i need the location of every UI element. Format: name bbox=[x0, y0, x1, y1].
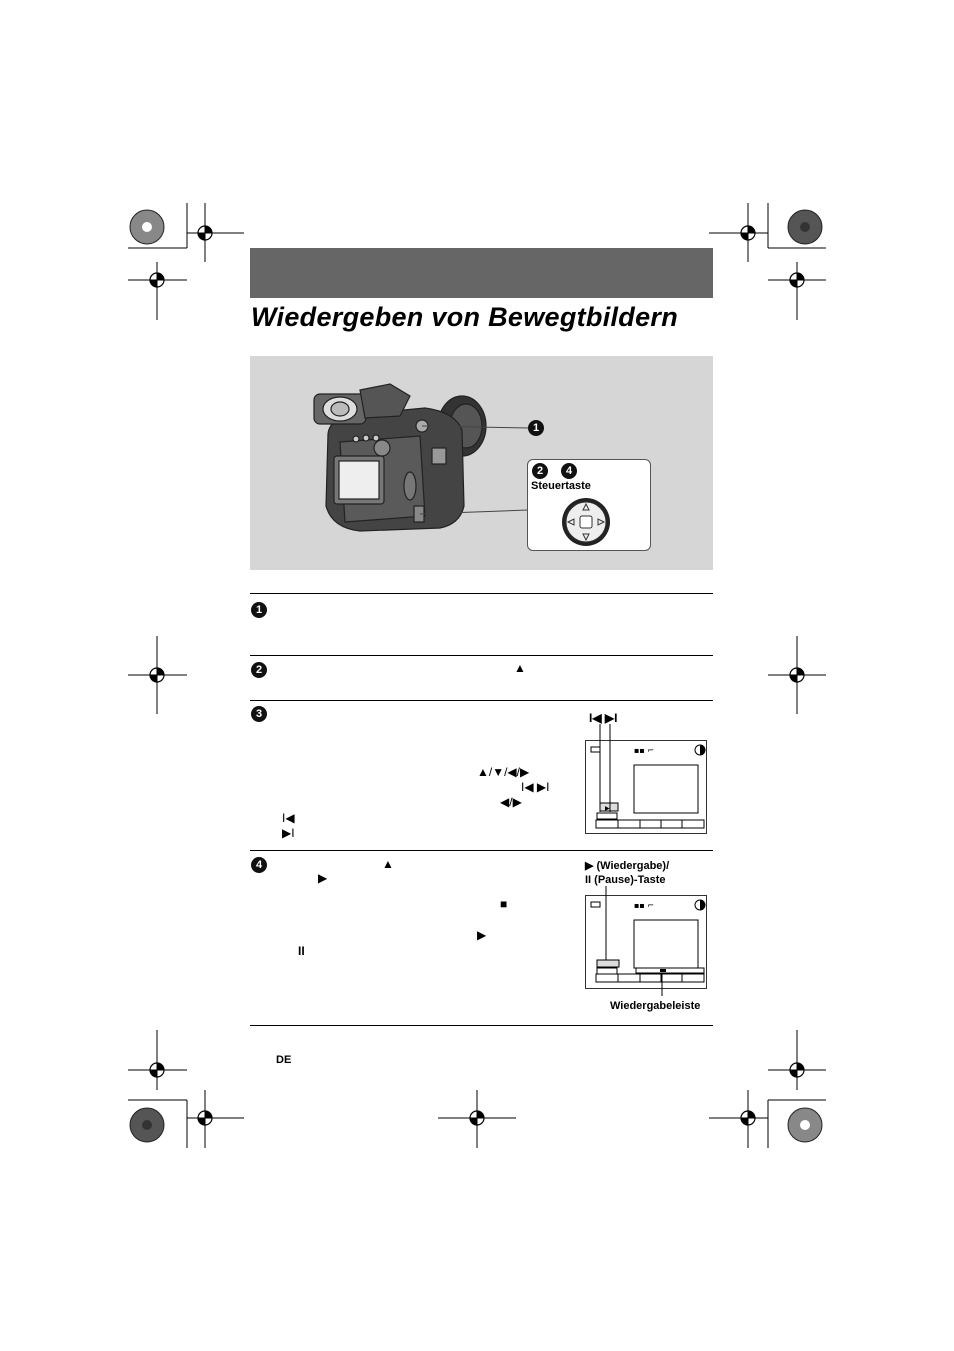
rule-step-4 bbox=[250, 850, 713, 851]
screen-4-display: ▪▪ ⌐ bbox=[585, 895, 707, 989]
rule-bottom bbox=[250, 1025, 713, 1026]
screen-3-leader-lines bbox=[599, 724, 611, 812]
rule-top bbox=[250, 593, 713, 594]
page-title: Wiedergeben von Bewegtbildern bbox=[251, 302, 679, 332]
callout-step-4: 4 bbox=[561, 463, 577, 479]
step-number-3: 3 bbox=[251, 706, 267, 722]
page-language-code: DE bbox=[276, 1054, 292, 1066]
play-button-label: ▶ (Wiedergabe)/ bbox=[585, 860, 670, 872]
svg-text:▪▪ ⌐: ▪▪ ⌐ bbox=[634, 901, 654, 910]
step-4-play-symbol: ▶ bbox=[318, 871, 328, 885]
step-3-leftright-symbol: ◀/▶ bbox=[500, 795, 522, 809]
rule-step-2 bbox=[250, 655, 713, 656]
control-button-icon bbox=[562, 498, 610, 546]
step-3-next-symbol: ▶I bbox=[282, 826, 295, 840]
step-3-arrows-symbol: ▲/▼/◀/▶ bbox=[477, 765, 530, 779]
step-3-skip-symbol: I◀ ▶I bbox=[521, 780, 550, 794]
step-3-prev-symbol: I◀ bbox=[282, 811, 295, 825]
step-2-up-symbol: ▲ bbox=[514, 661, 526, 675]
control-button-label: Steuertaste bbox=[531, 480, 591, 492]
control-button-callout bbox=[527, 459, 651, 551]
rule-step-3 bbox=[250, 700, 713, 701]
step-4-up-symbol: ▲ bbox=[382, 857, 394, 871]
step-4-stop-symbol: ■ bbox=[500, 897, 508, 911]
figure-callout-1: 1 bbox=[528, 420, 544, 436]
svg-text:▶: ▶ bbox=[605, 805, 610, 812]
screen-3-label: I◀ ▶I bbox=[589, 711, 618, 725]
camera-illustration bbox=[313, 383, 531, 532]
step-number-2: 2 bbox=[251, 662, 267, 678]
step-number-1: 1 bbox=[251, 602, 267, 618]
playback-bar-label: Wiedergabeleiste bbox=[610, 1000, 701, 1012]
screen-4-display-art: ▪▪ ⌐ bbox=[590, 899, 706, 983]
pause-button-label: II (Pause)-Taste bbox=[585, 874, 666, 886]
section-header-band bbox=[250, 248, 713, 298]
svg-text:▪▪ ⌐: ▪▪ ⌐ bbox=[634, 746, 654, 755]
screen-4-leader-lines bbox=[605, 886, 663, 996]
screen-3-display-art: ▪▪ ⌐ ▶ bbox=[590, 744, 706, 829]
step-4-pause-symbol: II bbox=[298, 944, 305, 958]
callout-step-2: 2 bbox=[532, 463, 548, 479]
step-number-4: 4 bbox=[251, 857, 267, 873]
screen-3-display: ▪▪ ⌐ ▶ bbox=[585, 740, 707, 834]
step-4-play2-symbol: ▶ bbox=[477, 928, 487, 942]
